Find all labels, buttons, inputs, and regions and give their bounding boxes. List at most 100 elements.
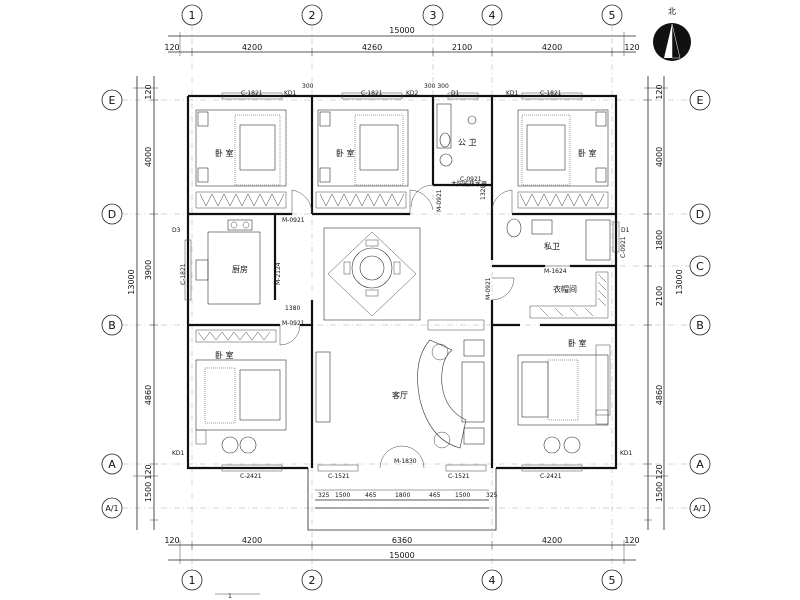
tag-kd1-3: KD1 (172, 450, 185, 457)
dim-right-seg-2: 1800 (655, 230, 664, 250)
opening-tags: C-1821 C-1821 C-1821 KD1 KD2 D1 KD1 300 … (172, 83, 633, 480)
dim-left-seg-4: 120 (144, 464, 153, 479)
dim-left-seg-3: 4860 (144, 385, 153, 405)
room-kitchen: 厨房 (232, 264, 248, 274)
axis-label-left-e: E (109, 94, 116, 107)
tag-c0921-right: C-0921 (620, 236, 627, 258)
dim-right-seg-0: 120 (655, 84, 664, 99)
bedroom-sw-furniture (195, 329, 287, 454)
dim-bottom-seg-2: 6360 (392, 536, 412, 545)
dim-bottom-seg-4: 120 (624, 536, 639, 545)
tag-m1624: M-1624 (544, 268, 567, 275)
dim-top-seg-3: 2100 (452, 43, 472, 52)
dim-right-seg-3: 2100 (655, 286, 664, 306)
tag-c1521-1: C-1521 (328, 473, 350, 480)
axis-label-right-a: A (696, 458, 704, 471)
bedroom-ne-furniture (517, 109, 609, 209)
axis-label-top-1: 1 (189, 9, 196, 22)
room-bedroom-nw: 卧 室 (215, 148, 234, 158)
tag-kd1-2: KD1 (506, 90, 519, 97)
dim-bottom-seg-3: 4200 (542, 536, 562, 545)
axis-bubbles-bottom: 1 2 4 5 1 (181, 569, 623, 600)
axis-label-right-b: B (696, 319, 704, 332)
axis-label-top-4: 4 (489, 9, 496, 22)
axis-label-right-e: E (697, 94, 704, 107)
public-wc-fixtures (436, 103, 477, 167)
axis-label-top-5: 5 (609, 9, 616, 22)
entry-seg-2: 465 (365, 492, 377, 499)
axis-label-top-2: 2 (309, 9, 316, 22)
walls (186, 94, 618, 531)
tag-kd1-1: KD1 (284, 90, 297, 97)
tag-c1521-2: C-1521 (448, 473, 470, 480)
tag-d1-right: D1 (621, 227, 630, 234)
tag-m0921-1: M-0921 (282, 217, 305, 224)
axis-label-bottom-1: 1 (189, 574, 196, 587)
room-labels: 卧 室 卧 室 卧 室 公 卫 厨房 客厅 私卫 衣帽间 卧 室 卧 室 (215, 138, 597, 400)
room-living: 客厅 (392, 390, 408, 400)
dim-top-seg-2: 4260 (362, 43, 382, 52)
tag-c0921-top: C-0921 (460, 176, 482, 183)
axis-label-right-a1: A/1 (693, 504, 706, 513)
tag-d1-top: D1 (451, 90, 460, 97)
tag-m1830: M-1830 (394, 458, 417, 465)
tag-kitchen-width: 1380 (285, 305, 300, 312)
private-wc-closet (506, 218, 611, 319)
tag-c1821-3: C-1821 (540, 90, 562, 97)
axis-bubbles-left: E D B A A/1 (101, 89, 123, 519)
dim-top-seg-5: 120 (624, 43, 639, 52)
tag-wc-note: 太阳能热水器 (451, 180, 487, 188)
room-bedroom-n: 卧 室 (336, 148, 355, 158)
tag-c1821-left: C-1821 (180, 263, 187, 285)
room-closet: 衣帽间 (553, 284, 577, 294)
dim-bottom-seg-0: 120 (164, 536, 179, 545)
dim-bottom-seg-1: 4200 (242, 536, 262, 545)
axis-label-top-3: 3 (430, 9, 437, 22)
doors (279, 184, 570, 469)
north-label: 北 (668, 7, 676, 16)
tag-m0921-3: M-0921 (282, 320, 305, 327)
kitchen-fixtures (195, 219, 261, 305)
tag-m0921-4: M-0921 (485, 277, 492, 300)
living-room-furniture (315, 339, 485, 449)
dim-top-total: 15000 (389, 26, 414, 35)
tag-m0921-2: M-0921 (436, 189, 443, 212)
dim-bottom-total: 15000 (389, 551, 414, 560)
axis-label-left-d: D (108, 208, 116, 221)
axis-label-left-a1: A/1 (105, 504, 118, 513)
tag-c2421-2: C-2421 (540, 473, 562, 480)
axis-bubbles-right: E D C B A A/1 (689, 89, 711, 519)
bedroom-se-furniture (517, 344, 611, 454)
bedroom-nw-furniture (195, 109, 287, 209)
dim-right-seg-1: 4000 (655, 147, 664, 167)
dim-left-seg-0: 120 (144, 84, 153, 99)
room-bedroom-ne: 卧 室 (578, 148, 597, 158)
axis-label-left-b: B (108, 319, 116, 332)
tag-top-small-0: 300 (302, 83, 314, 90)
dim-right-seg-4: 4860 (655, 385, 664, 405)
tag-c2421-1: C-2421 (240, 473, 262, 480)
axis-grid (122, 25, 690, 570)
dim-left-seg-2: 3900 (144, 260, 153, 280)
room-private-wc: 私卫 (544, 242, 560, 251)
windows (184, 92, 620, 472)
entry-seg-6: 325 (486, 492, 498, 499)
tag-kd2: KD2 (406, 90, 419, 97)
axis-label-left-a: A (108, 458, 116, 471)
entry-seg-4: 465 (429, 492, 441, 499)
axis-label-right-d: D (696, 208, 704, 221)
dim-top-seg-1: 4200 (242, 43, 262, 52)
north-arrow: 北 (653, 7, 691, 61)
tag-c1821-1: C-1821 (241, 90, 263, 97)
axis-label-bottom-5: 5 (609, 574, 616, 587)
entry-seg-5: 1500 (455, 492, 470, 499)
dim-right-total: 13000 (675, 269, 684, 294)
dim-left-seg-5: 1500 (144, 482, 153, 502)
entry-dims: 325 1500 465 1800 465 1500 325 (315, 489, 498, 499)
dim-left-seg-1: 4000 (144, 147, 153, 167)
axis-label-bottom-2: 2 (309, 574, 316, 587)
entry-seg-0: 325 (318, 492, 330, 499)
tag-c1821-2: C-1821 (361, 90, 383, 97)
tag-kd1-4: KD1 (620, 450, 633, 457)
